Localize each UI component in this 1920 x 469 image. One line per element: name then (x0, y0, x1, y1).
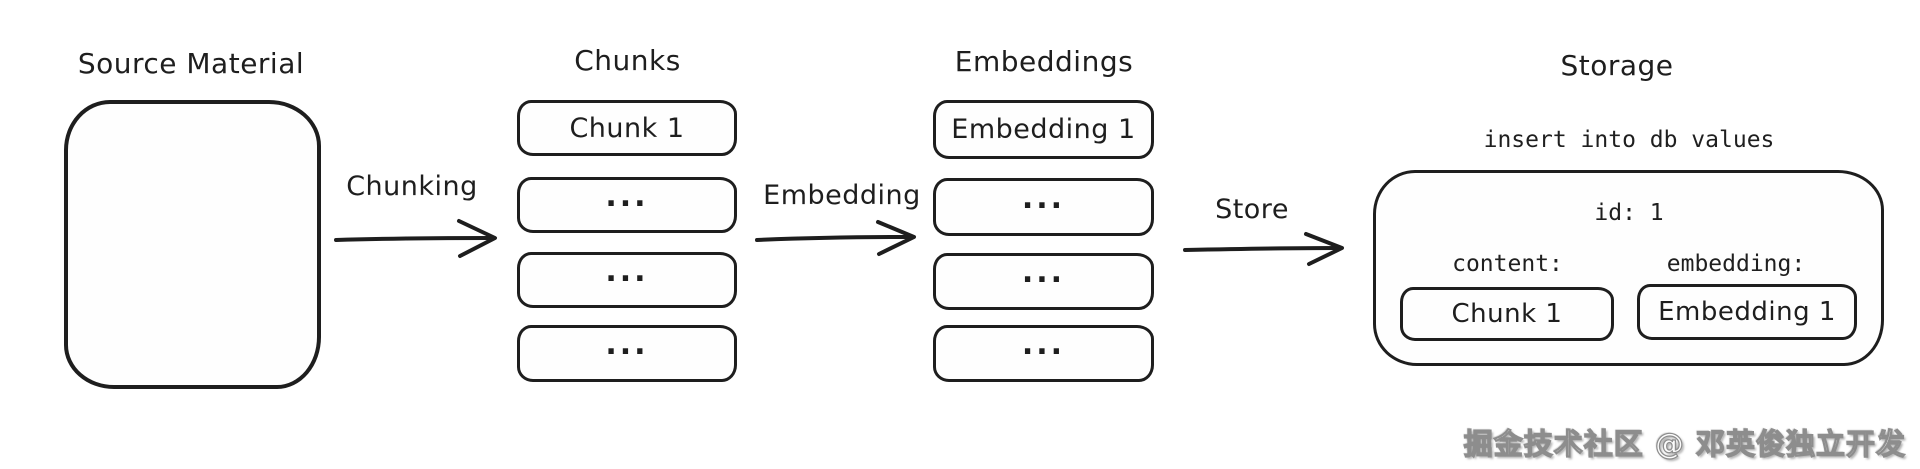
embedding-1-label: Embedding 1 (951, 114, 1136, 145)
source-material-title: Source Material (77, 47, 305, 80)
chunking-arrow (334, 219, 497, 258)
embedding-more-label: ... (1021, 255, 1066, 290)
embedding-more-box: ... (933, 325, 1154, 382)
embedding-more-label: ... (1021, 327, 1066, 362)
embeddings-title: Embeddings (954, 45, 1134, 78)
storage-caption: insert into db values (1483, 127, 1775, 153)
record-embedding-value-box: Embedding 1 (1637, 284, 1857, 340)
record-content-value: Chunk 1 (1451, 299, 1563, 329)
chunks-title: Chunks (574, 44, 681, 77)
chunk-more-label: ... (605, 178, 649, 214)
chunk-more-box: ... (517, 325, 737, 382)
chunk-more-label: ... (605, 253, 649, 289)
chunk-more-label: ... (605, 327, 649, 362)
store-arrow (1183, 232, 1344, 266)
record-id: id: 1 (1594, 200, 1664, 226)
embedding-more-label: ... (1021, 180, 1066, 216)
chunk-1-box: Chunk 1 (517, 100, 737, 156)
embedding-arrow (755, 220, 916, 256)
embedding-more-box: ... (933, 178, 1154, 236)
watermark-text: 掘金技术社区 @ 邓英俊独立开发 (1463, 426, 1906, 461)
store-arrow-label: Store (1215, 194, 1289, 225)
record-embedding-label: embedding: (1666, 251, 1806, 277)
storage-title: Storage (1560, 49, 1674, 82)
embedding-1-box: Embedding 1 (933, 100, 1154, 159)
embedding-more-box: ... (933, 253, 1154, 310)
chunk-1-label: Chunk 1 (569, 112, 685, 144)
chunk-more-box: ... (517, 177, 737, 233)
embedding-arrow-label: Embedding (763, 180, 921, 211)
record-content-value-box: Chunk 1 (1400, 287, 1614, 341)
source-material-box (64, 100, 321, 389)
record-content-label: content: (1452, 251, 1563, 277)
chunking-arrow-label: Chunking (346, 171, 478, 202)
chunk-more-box: ... (517, 252, 737, 308)
record-embedding-value: Embedding 1 (1658, 297, 1836, 327)
